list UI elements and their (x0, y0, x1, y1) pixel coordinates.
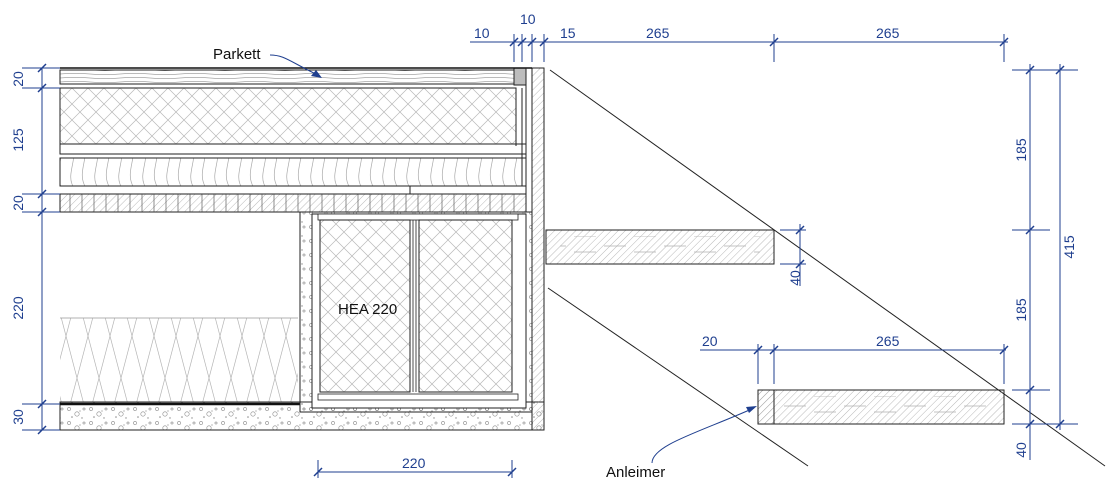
board-strips (69, 194, 515, 212)
parkett-layer (59, 69, 515, 85)
edge-wall (60, 67, 545, 431)
cellular-insulation-layer (59, 157, 527, 187)
beam-top-flange (317, 213, 519, 221)
thin-board-layer (59, 143, 527, 155)
beam-bottom-flange (317, 393, 519, 401)
annotations: Parkett Anleimer (213, 46, 757, 480)
parkett-edge-block (513, 67, 527, 86)
step-tread-2-dashes (780, 396, 990, 418)
layer-step-edge (409, 185, 526, 194)
step-tread-1-dashes (560, 236, 760, 258)
dim-right-40: 40 (1013, 442, 1029, 458)
inner-l-profile (515, 88, 523, 186)
stair (545, 69, 1106, 467)
dim-top-10a: 10 (474, 25, 490, 41)
dim-left-30: 30 (10, 409, 26, 425)
end-plate (531, 67, 545, 431)
dim-detail-265: 265 (876, 333, 900, 349)
anleimer-leader (651, 407, 755, 464)
dim-right-185b: 185 (1013, 298, 1029, 322)
dim-left-125: 125 (10, 128, 26, 152)
anleimer-arrow (746, 406, 757, 413)
dim-left-220: 220 (10, 296, 26, 320)
dim-step-40: 40 (787, 270, 803, 286)
stair-pitch-line-upper (549, 69, 1106, 467)
dim-left-20a: 20 (10, 71, 26, 87)
parkett-label: Parkett (213, 46, 261, 63)
beam-infill-right (418, 219, 513, 393)
hea-beam-group: HEA 220 (299, 211, 533, 413)
board-layer-20 (59, 193, 527, 213)
dim-bottom-220: 220 (402, 455, 426, 471)
stair-pitch-line-lower (547, 287, 809, 467)
parkett-arrow (311, 70, 322, 78)
dim-top-265b: 265 (876, 25, 900, 41)
parkett-leader (269, 54, 321, 77)
floor-buildup (59, 67, 545, 431)
beam-infill-left (319, 219, 411, 393)
hea-label: HEA 220 (338, 301, 397, 318)
dim-left-20b: 20 (10, 195, 26, 211)
dim-top-265a: 265 (646, 25, 670, 41)
dim-right-415: 415 (1061, 235, 1077, 259)
insulation-layer (59, 87, 517, 145)
dim-detail-20: 20 (702, 333, 718, 349)
anleimer-edge (757, 389, 775, 425)
mineral-wool-lower (60, 318, 298, 402)
dimensions: 20 125 20 220 30 10 10 15 265 265 185 (10, 11, 1078, 478)
dim-right-185a: 185 (1013, 138, 1029, 162)
anleimer-label: Anleimer (606, 464, 665, 480)
dim-top-15: 15 (560, 25, 576, 41)
dim-top-10b: 10 (520, 11, 536, 27)
